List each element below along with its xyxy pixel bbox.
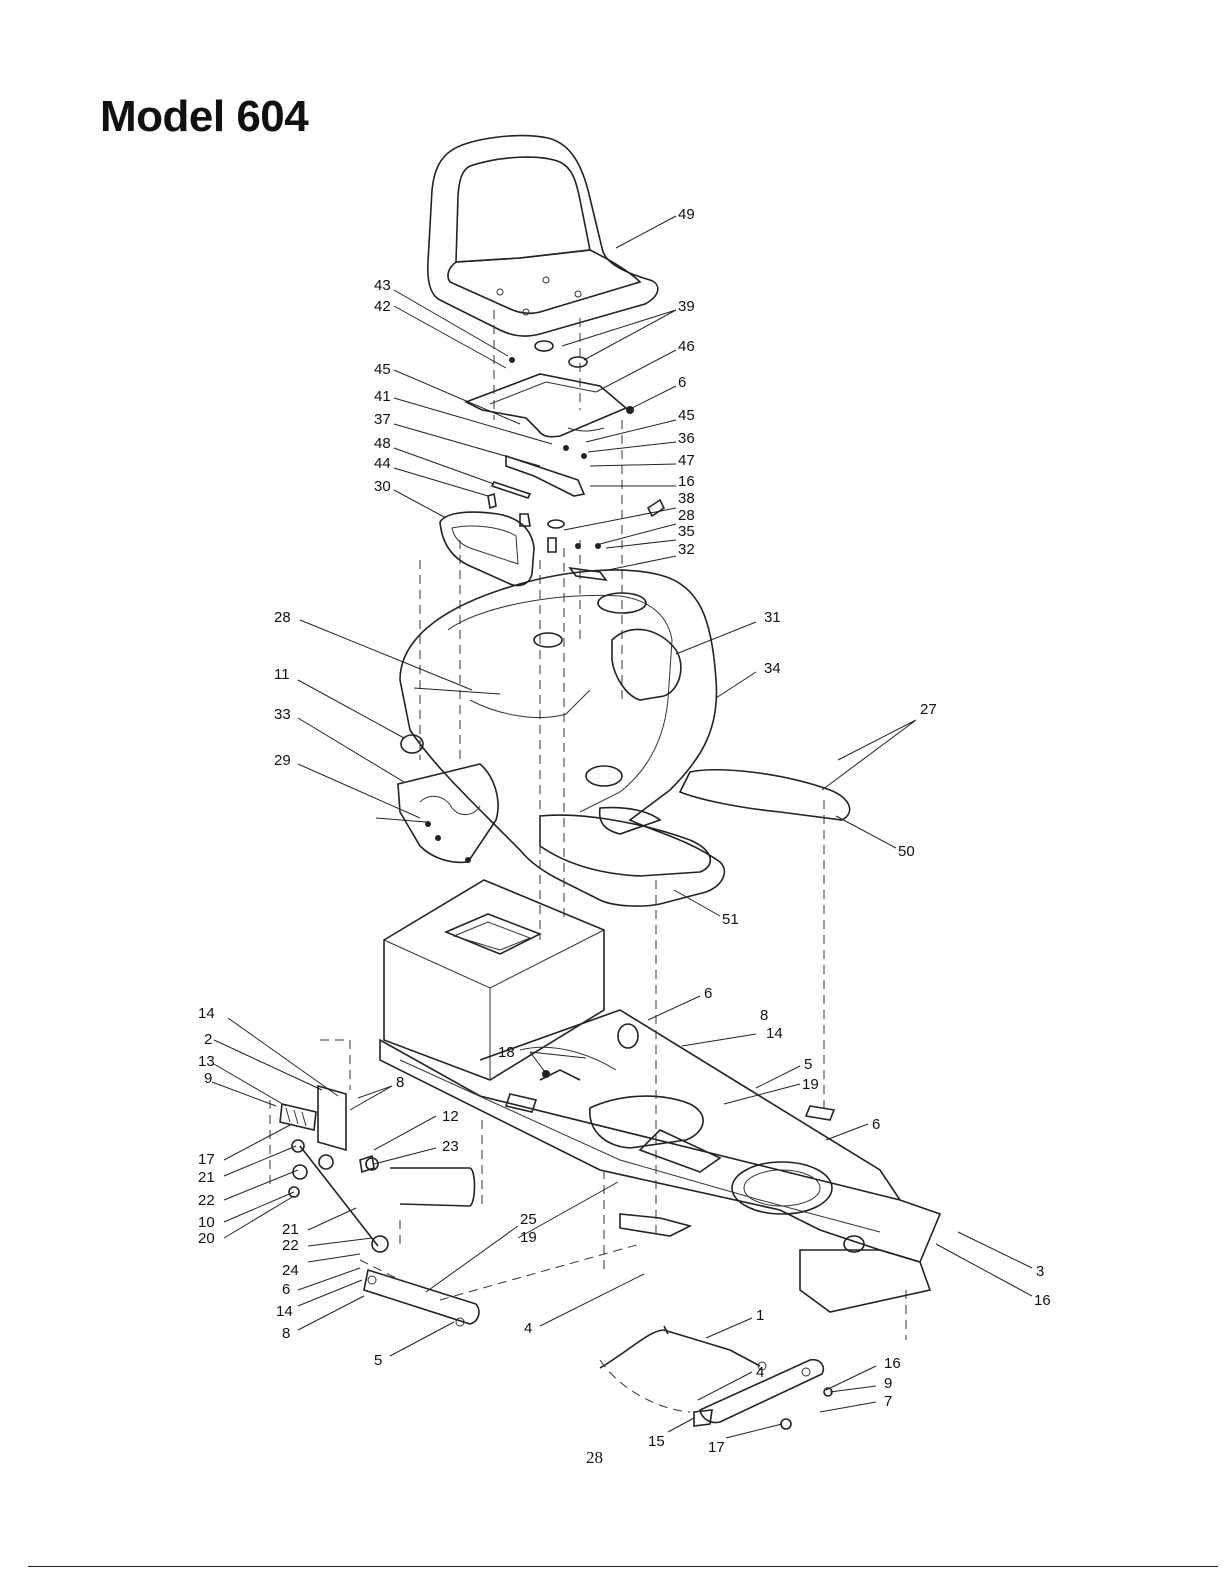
callout-37: 37 [374,411,391,428]
callout-21-left-top: 21 [198,1169,215,1186]
callout-27: 27 [920,701,937,718]
callout-49: 49 [678,206,695,223]
callout-16-lower: 16 [884,1355,901,1372]
callout-30: 30 [374,478,391,495]
callout-18: 18 [498,1044,515,1061]
callout-labels: 49 43 42 39 46 6 45 41 45 37 36 48 47 44… [198,206,1051,1456]
callout-25: 25 [520,1211,537,1228]
callout-19-lower: 19 [520,1229,537,1246]
callout-14-right-top: 14 [766,1025,783,1042]
callout-6-left-lower: 6 [282,1281,290,1298]
callout-14-left-lower: 14 [276,1303,293,1320]
frame-box-drawing [383,879,605,1081]
callout-31: 31 [764,609,781,626]
callout-5-right: 5 [804,1056,812,1073]
callout-9-left: 9 [204,1070,212,1087]
callout-29: 29 [274,752,291,769]
callout-28-fender: 28 [274,609,291,626]
page-title: Model 604 [100,92,309,141]
callout-4-middle: 4 [524,1320,532,1337]
callout-19-right: 19 [802,1076,819,1093]
callout-14-left-top: 14 [198,1005,215,1022]
callout-16-seat: 16 [678,473,695,490]
fender-body-drawing [399,569,851,907]
callout-8-left-lower: 8 [282,1325,290,1342]
callout-38: 38 [678,490,695,507]
callout-21-middle: 21 [282,1221,299,1238]
callout-43: 43 [374,277,391,294]
callout-4-lower: 4 [756,1364,764,1381]
callout-41: 41 [374,388,391,405]
lower-linkage-drawing [599,1325,833,1430]
callout-1: 1 [756,1307,764,1324]
callout-48: 48 [374,435,391,452]
fender-hardware-drawing [397,734,499,864]
seat-bracket-drawing [464,340,666,582]
callout-2: 2 [204,1031,212,1048]
callout-28-upper: 28 [678,507,695,524]
leader-lines [211,215,1033,1439]
callout-39: 39 [678,298,695,315]
callout-22-left-top: 22 [198,1192,215,1209]
callout-3: 3 [1036,1263,1044,1280]
callout-12: 12 [442,1108,459,1125]
callout-22-middle: 22 [282,1237,299,1254]
pedal-linkage-drawing [279,1084,480,1327]
bottom-rule [28,1566,1218,1567]
callout-45-left: 45 [374,361,391,378]
callout-9-lower: 9 [884,1375,892,1392]
callout-8-left-top: 8 [396,1074,404,1091]
callout-17-lower: 17 [708,1439,725,1456]
callout-47: 47 [678,452,695,469]
callout-11: 11 [274,666,290,683]
seat-drawing [427,134,659,337]
callout-50: 50 [898,843,915,860]
callout-44: 44 [374,455,391,472]
callout-10: 10 [198,1214,215,1231]
callout-20: 20 [198,1230,215,1247]
page-number: 28 [586,1448,603,1467]
callout-45-right: 45 [678,407,695,424]
callout-17-left: 17 [198,1151,215,1168]
callout-6-right-middle: 6 [872,1116,880,1133]
callout-23: 23 [442,1138,459,1155]
callout-7: 7 [884,1393,892,1410]
dash-panel-drawing [439,511,535,587]
callout-42: 42 [374,298,391,315]
callout-8-right-top: 8 [760,1007,768,1024]
callout-13: 13 [198,1053,215,1070]
callout-16-right: 16 [1034,1292,1051,1309]
callout-36: 36 [678,430,695,447]
callout-33: 33 [274,706,291,723]
callout-5-left: 5 [374,1352,382,1369]
assembly-lines [269,310,907,1413]
callout-34: 34 [764,660,781,677]
callout-35: 35 [678,523,695,540]
main-frame-drawing [379,1009,942,1313]
callout-46: 46 [678,338,695,355]
callout-51: 51 [722,911,739,928]
callout-32: 32 [678,541,695,558]
callout-6-seat-bracket: 6 [678,374,686,391]
callout-6-frame-top: 6 [704,985,712,1002]
callout-24: 24 [282,1262,299,1279]
callout-15: 15 [648,1433,665,1450]
